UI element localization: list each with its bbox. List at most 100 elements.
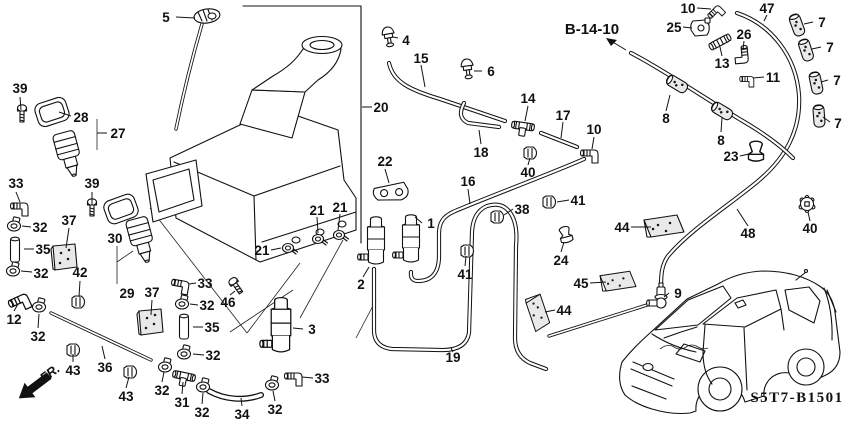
callout-23: 23 — [723, 149, 739, 164]
part-32-clamp-icon — [195, 377, 211, 393]
callout-8: 8 — [662, 111, 670, 126]
callout-32: 32 — [194, 405, 209, 420]
part-37-pad-icon — [136, 308, 164, 336]
callout-37: 37 — [61, 213, 76, 228]
fr-direction-arrow: FR. — [18, 361, 63, 399]
part-40-clip-icon — [523, 146, 538, 160]
callout-40: 40 — [802, 221, 817, 236]
callout-7: 7 — [826, 40, 834, 55]
callout-7: 7 — [833, 73, 841, 88]
part-41-clip-icon — [542, 195, 557, 209]
part-35-tube-icon — [178, 313, 190, 340]
callout-33: 33 — [197, 276, 213, 291]
callout-44: 44 — [556, 303, 572, 318]
part-27-washer-actuator-icon — [51, 129, 86, 180]
callout-40: 40 — [520, 165, 535, 180]
callout-27: 27 — [110, 126, 125, 141]
callout-9: 9 — [674, 286, 682, 301]
part-22-bracket-icon — [371, 181, 410, 205]
part-35-tube-icon — [9, 236, 21, 263]
part-14-joint-icon — [509, 120, 536, 139]
callout-29: 29 — [119, 286, 134, 301]
part-33-elbow-icon — [169, 278, 190, 296]
part-7-sleeve-icon — [807, 70, 825, 96]
leader-lines — [13, 7, 831, 407]
callout-32: 32 — [33, 266, 48, 281]
callout-32: 32 — [205, 348, 220, 363]
callout-41: 41 — [570, 193, 586, 208]
callout-10: 10 — [680, 1, 695, 16]
callout-43: 43 — [118, 389, 134, 404]
part-32-clamp-icon — [5, 261, 21, 277]
part-33-elbow-icon — [283, 372, 303, 387]
callout-28: 28 — [73, 110, 89, 125]
part-32-clamp-icon — [174, 294, 190, 310]
callout-7: 7 — [818, 15, 826, 30]
arrowhead-icon — [606, 38, 617, 46]
callout-37: 37 — [144, 285, 159, 300]
part-25-mount-icon — [690, 17, 711, 37]
callout-24: 24 — [553, 253, 569, 268]
callout-5: 5 — [162, 10, 170, 25]
callout-1: 1 — [427, 216, 435, 231]
callout-12: 12 — [6, 312, 21, 327]
callout-13: 13 — [714, 56, 730, 71]
part-40-holder-icon — [798, 195, 816, 213]
part-28-cover-icon — [32, 95, 72, 129]
b-14-10-reference: B-14-10 — [565, 21, 627, 51]
callout-32: 32 — [267, 402, 282, 417]
callout-7: 7 — [834, 116, 842, 131]
part-26-elbow-icon — [733, 44, 750, 65]
part-1-washer-pump-icon — [392, 214, 421, 263]
ref-label: B-14-10 — [565, 21, 619, 38]
callout-33: 33 — [8, 176, 24, 191]
part-30-washer-actuator-icon — [124, 215, 159, 266]
callout-16: 16 — [460, 174, 476, 189]
washer-tank — [145, 35, 357, 263]
part-3-washer-pump-icon — [259, 296, 292, 353]
callout-22: 22 — [377, 154, 392, 169]
part-2-washer-pump-icon — [357, 216, 386, 265]
callout-25: 25 — [666, 20, 682, 35]
callout-47: 47 — [759, 1, 774, 16]
callout-46: 46 — [220, 295, 236, 310]
callout-19: 19 — [445, 350, 460, 365]
callout-41: 41 — [457, 267, 473, 282]
callout-8: 8 — [717, 133, 725, 148]
callout-34: 34 — [234, 407, 250, 422]
part-32-clamp-icon — [6, 216, 22, 232]
part-44-pad-icon — [524, 292, 552, 333]
part-5-cap-icon — [193, 8, 221, 24]
callout-3: 3 — [308, 322, 316, 337]
callout-21: 21 — [309, 203, 325, 218]
part-32-clamp-icon — [157, 357, 173, 373]
part-44-pad-icon — [643, 214, 685, 238]
part-41-clip-icon — [460, 244, 475, 258]
callout-17: 17 — [555, 108, 570, 123]
car-illustration — [619, 268, 841, 415]
callout-48: 48 — [740, 226, 756, 241]
callout-32: 32 — [30, 329, 45, 344]
part-24-grommet-icon — [557, 224, 575, 245]
part-7-sleeve-icon — [787, 12, 807, 38]
part-32-clamp-icon — [264, 375, 280, 391]
callout-21: 21 — [332, 200, 348, 215]
callout-44: 44 — [614, 220, 630, 235]
part-42-clip-icon — [71, 295, 86, 309]
callout-4: 4 — [402, 33, 410, 48]
part-38-clip-icon — [490, 210, 505, 224]
callout-20: 20 — [373, 100, 388, 115]
callout-2: 2 — [357, 277, 365, 292]
callout-45: 45 — [573, 276, 589, 291]
callout-43: 43 — [65, 363, 81, 378]
part-43-clip-icon — [123, 365, 138, 379]
callout-31: 31 — [174, 395, 190, 410]
callout-38: 38 — [514, 202, 530, 217]
callout-35: 35 — [204, 320, 220, 335]
tank-assembly-bracket — [242, 5, 362, 244]
part-code: S5T7-B1501 — [750, 390, 843, 406]
callout-18: 18 — [473, 145, 489, 160]
